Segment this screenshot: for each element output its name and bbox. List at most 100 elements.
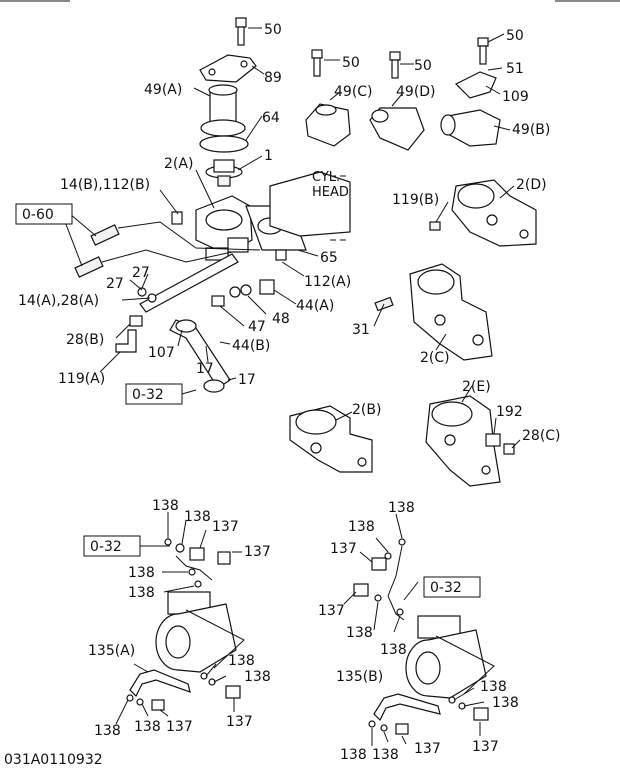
sensor-lower xyxy=(74,256,104,278)
label-51: 51 xyxy=(506,61,524,77)
label-31: 31 xyxy=(352,322,370,338)
wire-l-upper xyxy=(175,555,213,581)
label-138: 138 xyxy=(228,653,255,669)
label-44b: 44(B) xyxy=(232,338,270,354)
label-1: 1 xyxy=(264,148,273,164)
plug-14b xyxy=(171,211,183,225)
label-137: 137 xyxy=(166,719,193,735)
label-14a-28a: 14(A),28(A) xyxy=(18,293,99,309)
housing-2b xyxy=(289,405,373,473)
nipple-112a xyxy=(275,249,287,261)
washer-l138-1 xyxy=(164,538,172,546)
label-138: 138 xyxy=(348,519,375,535)
housing-49a xyxy=(200,84,246,137)
label-2c: 2(C) xyxy=(420,350,450,366)
label-138: 138 xyxy=(128,565,155,581)
label-138: 138 xyxy=(152,498,179,514)
bolt-r137-4 xyxy=(473,707,489,721)
label-50: 50 xyxy=(414,58,432,74)
label-137: 137 xyxy=(330,541,357,557)
washer-r138-5 xyxy=(448,696,456,704)
bolt-50-a xyxy=(235,17,247,46)
label-138: 138 xyxy=(128,585,155,601)
label-head: HEAD xyxy=(312,185,349,200)
washer-l138-7 xyxy=(126,694,134,702)
compressor-right xyxy=(405,615,487,699)
compressor-left xyxy=(155,591,237,673)
pipe-135b xyxy=(373,693,441,722)
bolt-50-c xyxy=(389,51,401,79)
washer-l138-3 xyxy=(188,568,196,576)
label-138: 138 xyxy=(184,509,211,525)
wire-r xyxy=(387,545,405,621)
washer-l138-4 xyxy=(194,580,202,588)
label-109: 109 xyxy=(502,89,529,105)
label-65: 65 xyxy=(320,250,338,266)
leader-lines xyxy=(61,27,521,746)
housing-2c xyxy=(409,263,493,361)
bolt-r137-2 xyxy=(353,583,369,597)
label-060: 0-60 xyxy=(22,207,54,223)
union-44a xyxy=(259,279,275,295)
label-50: 50 xyxy=(264,22,282,38)
label-89: 89 xyxy=(264,70,282,86)
washer-l138-5 xyxy=(200,672,208,680)
thermostat-1 xyxy=(205,159,243,187)
housing-49c xyxy=(305,103,351,147)
label-27: 27 xyxy=(132,265,150,281)
wire-lower xyxy=(101,249,233,263)
bolt-l137-3 xyxy=(151,699,165,711)
label-137: 137 xyxy=(226,714,253,730)
label-17: 17 xyxy=(238,372,256,388)
label-28c: 28(C) xyxy=(522,428,561,444)
label-49a: 49(A) xyxy=(144,82,182,98)
label-47: 47 xyxy=(248,319,266,335)
washer-l138-8 xyxy=(136,698,144,706)
label-2e: 2(E) xyxy=(462,379,491,395)
wire-upper xyxy=(117,221,261,251)
bolt-l137-1 xyxy=(189,547,205,561)
label-138: 138 xyxy=(380,642,407,658)
washer-48 xyxy=(229,286,241,298)
label-138: 138 xyxy=(388,500,415,516)
label-49b: 49(B) xyxy=(512,122,550,138)
ref-box-032-b xyxy=(83,535,141,557)
label-50: 50 xyxy=(342,55,360,71)
washer-r138-8 xyxy=(380,724,388,732)
label-138: 138 xyxy=(134,719,161,735)
bolt-50-b xyxy=(311,49,323,77)
label-138: 138 xyxy=(340,747,367,763)
label-2d: 2(D) xyxy=(516,177,547,193)
bolt-50-d xyxy=(477,37,489,65)
label-107: 107 xyxy=(148,345,175,361)
washer-r138-3 xyxy=(374,594,382,602)
label-44a: 44(A) xyxy=(296,298,334,314)
label-119b: 119(B) xyxy=(392,192,439,208)
ref-box-032-c xyxy=(423,576,481,598)
pipe-135a xyxy=(129,669,191,698)
plug-119b xyxy=(429,221,441,231)
label-032: 0-32 xyxy=(430,580,462,596)
label-14b-112b: 14(B),112(B) xyxy=(60,177,150,193)
housing-49b xyxy=(440,109,501,147)
washer-r138-4 xyxy=(396,608,404,616)
bolt-l137-4 xyxy=(225,685,241,699)
cylinder-head xyxy=(269,171,351,241)
label-2b: 2(B) xyxy=(352,402,381,418)
label-135a: 135(A) xyxy=(88,643,135,659)
outline-right xyxy=(435,635,495,695)
callout-labels: 50 89 49(A) 64 1 50 50 49(C) 49(D) 50 51… xyxy=(4,22,561,768)
label-138: 138 xyxy=(372,747,399,763)
pipe-119a xyxy=(115,329,137,353)
label-cyl: CYL. xyxy=(312,170,340,185)
label-119a: 119(A) xyxy=(58,371,105,387)
bolt-r137-1 xyxy=(371,557,387,571)
label-137: 137 xyxy=(318,603,345,619)
label-138: 138 xyxy=(480,679,507,695)
label-2a: 2(A) xyxy=(164,156,193,172)
bolt-r137-3 xyxy=(395,723,409,735)
ref-box-060 xyxy=(15,203,73,225)
sensor-upper xyxy=(90,224,120,246)
label-48: 48 xyxy=(272,311,290,327)
label-135b: 135(B) xyxy=(336,669,383,685)
